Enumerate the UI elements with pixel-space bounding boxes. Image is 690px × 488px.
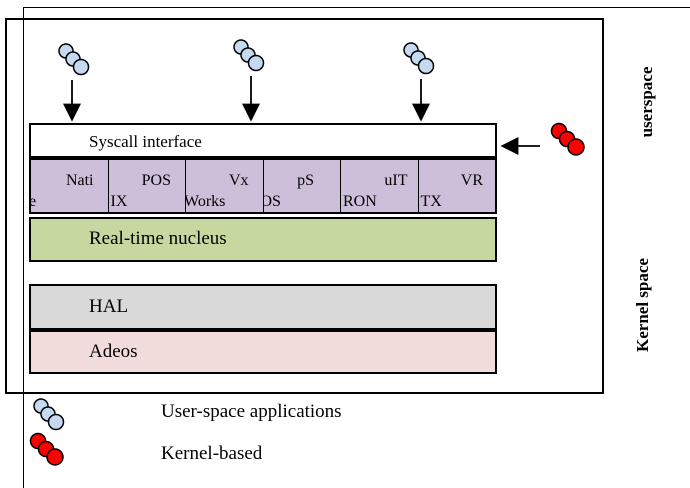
persona-uitron: uIT RON bbox=[341, 160, 419, 212]
user-app-icon-3 bbox=[403, 42, 435, 75]
realtime-nucleus: Real-time nucleus bbox=[29, 217, 497, 262]
adeos-layer: Adeos bbox=[29, 330, 497, 374]
user-app-icon-2 bbox=[233, 39, 265, 72]
diagram-graphics bbox=[29, 39, 585, 466]
persona-label: VR bbox=[460, 172, 483, 189]
persona-vxworks: Vx Works bbox=[186, 160, 264, 212]
legend-user-icon bbox=[33, 398, 65, 431]
legend-kernel-icon bbox=[29, 432, 64, 466]
persona-label: Vx bbox=[228, 172, 249, 189]
legend-user-apps: User-space applications bbox=[161, 401, 342, 422]
persona-vrtx: VR TX bbox=[418, 160, 495, 212]
persona-label-cont: OS bbox=[264, 193, 281, 210]
api-personas: Nati ve POS IX Vx Works pS OS uIT RON VR… bbox=[29, 158, 497, 214]
syscall-interface: Syscall interface bbox=[29, 123, 497, 158]
outer-frame bbox=[23, 7, 690, 488]
userspace-label: userspace bbox=[637, 66, 656, 138]
persona-posix: POS IX bbox=[108, 160, 186, 212]
persona-label-cont: IX bbox=[110, 193, 128, 210]
persona-native: Nati ve bbox=[31, 160, 109, 212]
persona-label: uIT bbox=[384, 172, 408, 189]
persona-label: pS bbox=[297, 172, 314, 189]
hal-layer: HAL bbox=[29, 284, 497, 330]
kernel-app-icon bbox=[550, 122, 585, 156]
persona-label-cont: RON bbox=[343, 193, 377, 210]
user-app-icon-1 bbox=[58, 43, 90, 76]
kernel-space-label: Kernel space bbox=[633, 258, 652, 352]
persona-label-cont: TX bbox=[420, 193, 442, 210]
persona-label: Nati bbox=[65, 172, 94, 189]
system-frame bbox=[5, 18, 604, 394]
persona-label-cont: ve bbox=[31, 193, 36, 211]
persona-label: POS bbox=[141, 172, 171, 189]
legend-kernel-based: Kernel-based bbox=[161, 443, 263, 464]
persona-psos: pS OS bbox=[263, 160, 341, 212]
persona-label-cont: Works bbox=[186, 193, 226, 210]
